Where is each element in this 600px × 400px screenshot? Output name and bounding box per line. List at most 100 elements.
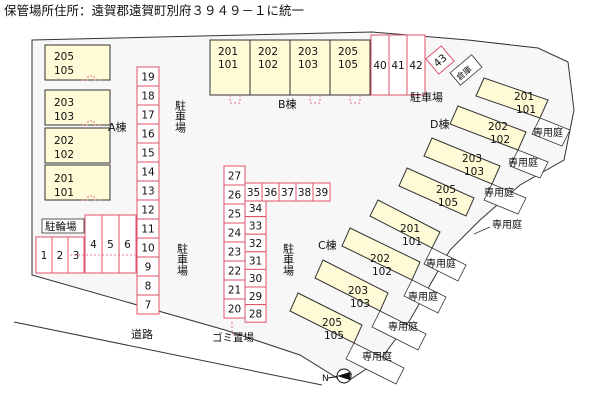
svg-text:33: 33 (249, 220, 262, 232)
parking-slot-24: 24 (223, 222, 246, 243)
svg-text:15: 15 (141, 148, 154, 160)
unit-c-202: 202 (370, 253, 390, 265)
building-a (44, 44, 111, 201)
parking-slot-20: 20 (223, 298, 246, 319)
parking-slot-6: 6 (118, 214, 137, 274)
svg-text:25: 25 (228, 209, 241, 221)
parking-label-4: 駐車場 (282, 242, 295, 277)
svg-text:13: 13 (141, 186, 154, 198)
d-garden-4: 専用庭 (492, 218, 522, 231)
svg-text:1: 1 (41, 250, 48, 262)
svg-text:26: 26 (228, 190, 242, 202)
c-garden-3: 専用庭 (388, 320, 418, 333)
parking-slot-27: 27 (223, 165, 246, 186)
svg-text:28: 28 (249, 308, 262, 320)
svg-text:40: 40 (373, 60, 386, 72)
parking-slot-2: 2 (51, 236, 69, 274)
parking-slot-1: 1 (35, 236, 53, 274)
c-garden-4: 専用庭 (362, 350, 392, 363)
c-garden-2: 専用庭 (408, 290, 438, 303)
unit-b-201: 201 (218, 46, 238, 58)
unit-b-202: 202 (258, 46, 278, 58)
svg-text:18: 18 (141, 91, 154, 103)
unit-a-201: 201 (54, 173, 74, 185)
svg-text:20: 20 (228, 304, 241, 316)
svg-text:7: 7 (145, 300, 152, 312)
compass-icon: N (322, 368, 353, 384)
parking-slot-11: 11 (136, 218, 160, 239)
unit-a-102: 102 (54, 149, 74, 161)
svg-text:19: 19 (141, 72, 154, 84)
parking-slot-38: 38 (295, 182, 314, 202)
unit-c-205: 205 (322, 317, 342, 329)
parking-slot-21: 21 (223, 279, 246, 300)
svg-text:6: 6 (124, 239, 131, 251)
parking-slot-42: 42 (406, 34, 426, 96)
parking-slot-31: 31 (244, 251, 267, 270)
building-c (289, 199, 467, 385)
svg-text:41: 41 (391, 60, 404, 72)
svg-text:24: 24 (228, 228, 242, 240)
b-building-label: B棟 (278, 97, 297, 111)
parking-slot-8: 8 (136, 275, 160, 296)
svg-text:29: 29 (249, 291, 262, 303)
c-garden-1: 専用庭 (426, 257, 456, 270)
parking-slot-39: 39 (312, 182, 331, 202)
parking-slot-25: 25 (223, 203, 246, 224)
road-label: 道路 (131, 327, 153, 341)
parking-label-2: 駐車場 (176, 242, 189, 277)
building-d (398, 77, 571, 217)
svg-text:10: 10 (141, 243, 154, 255)
svg-text:34: 34 (249, 203, 263, 215)
parking-slot-12: 12 (136, 199, 160, 220)
site-boundary (31, 31, 575, 384)
unit-a-101: 101 (54, 187, 74, 199)
unit-a-103: 103 (54, 111, 74, 123)
svg-text:2: 2 (57, 250, 64, 262)
unit-d-102: 102 (490, 134, 510, 146)
bicycle-label: 駐輪場 (45, 220, 77, 233)
parking-slot-16: 16 (136, 123, 160, 144)
unit-b-103: 103 (298, 59, 318, 71)
d-building-label: D棟 (430, 117, 449, 131)
parking-slot-34: 34 (244, 198, 267, 218)
unit-a-202: 202 (54, 135, 74, 147)
svg-text:38: 38 (298, 187, 311, 199)
parking-label-3: 駐車場 (410, 90, 443, 104)
unit-d-105: 105 (438, 197, 458, 209)
d-garden-1: 専用庭 (533, 126, 563, 139)
unit-b-101: 101 (218, 59, 238, 71)
svg-text:21: 21 (228, 285, 241, 297)
parking-slot-10: 10 (136, 237, 160, 258)
unit-b-102: 102 (258, 59, 278, 71)
svg-text:31: 31 (249, 256, 262, 268)
garbage-label: ゴミ置場 (212, 331, 254, 344)
parking-slot-26: 26 (223, 184, 246, 205)
unit-c-101: 101 (402, 236, 422, 248)
unit-b-205: 205 (338, 46, 358, 58)
parking-slot-18: 18 (136, 85, 160, 106)
unit-d-101: 101 (516, 104, 536, 116)
unit-b-105: 105 (338, 59, 358, 71)
parking-slot-30: 30 (244, 268, 267, 288)
unit-c-103: 103 (350, 298, 370, 310)
svg-text:39: 39 (315, 187, 328, 199)
parking-slot-28: 28 (244, 304, 267, 323)
svg-text:12: 12 (141, 205, 154, 217)
parking-slot-41: 41 (388, 34, 408, 96)
unit-d-201: 201 (514, 91, 534, 103)
unit-d-103: 103 (464, 166, 484, 178)
svg-text:22: 22 (228, 266, 241, 278)
parking-label-1: 駐車場 (174, 99, 187, 134)
svg-text:4: 4 (90, 239, 97, 251)
svg-text:11: 11 (141, 224, 154, 236)
parking-slot-13: 13 (136, 180, 160, 201)
svg-text:30: 30 (249, 273, 262, 285)
road-line (13, 321, 323, 386)
